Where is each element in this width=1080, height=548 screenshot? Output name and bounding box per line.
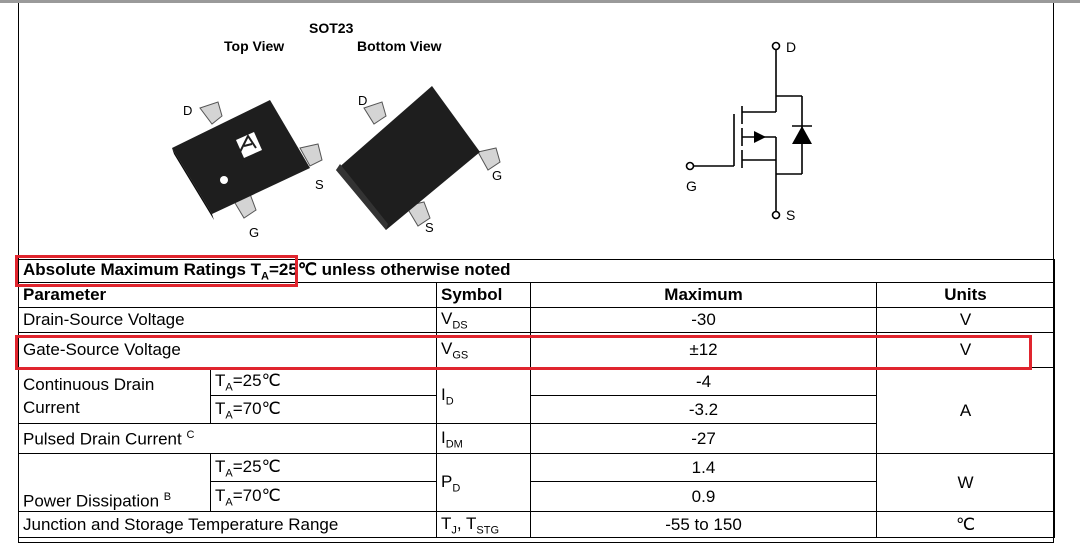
symbol-idm: IDM	[436, 423, 531, 455]
bottom-view-pins	[363, 101, 501, 227]
table-title: Absolute Maximum Ratings TA=25℃ unless o…	[18, 258, 1055, 284]
table-row-tj: Junction and Storage Temperature Range T…	[18, 511, 1055, 539]
max-idm: -27	[530, 423, 877, 455]
channel-arrow	[754, 131, 766, 143]
unit-vds: V	[876, 307, 1055, 334]
header-row: Parameter Symbol Maximum Units	[18, 282, 1055, 309]
gate-terminal	[685, 161, 695, 171]
unit-id: A	[876, 367, 1055, 455]
table-row-pd-25: Power Dissipation B TA=25℃ PD 1.4 W	[18, 453, 1055, 513]
source-terminal	[771, 210, 781, 220]
max-vgs: ±12	[530, 332, 877, 369]
param-tj: Junction and Storage Temperature Range	[18, 511, 437, 539]
cond-id-25: TA=25℃	[210, 367, 437, 397]
bottom-pin-g-label: G	[492, 168, 503, 183]
table-row-vds: Drain-Source Voltage VDS -30 V	[18, 307, 1055, 334]
body-diode-arrow	[792, 126, 812, 144]
mosfet-symbol	[685, 41, 812, 220]
max-tj: -55 to 150	[530, 511, 877, 539]
symbol-tj: TJ, TSTG	[436, 511, 531, 539]
top-border	[0, 0, 1080, 3]
param-idm: Pulsed Drain Current C	[18, 423, 437, 455]
symbol-id: ID	[436, 367, 531, 425]
symbol-vds: VDS	[436, 307, 531, 334]
absolute-maximum-ratings-table: Absolute Maximum Ratings TA=25℃ unless o…	[18, 258, 1055, 539]
header-symbol: Symbol	[436, 282, 531, 309]
pin1-dot	[220, 176, 228, 184]
table-row-idm: Pulsed Drain Current C IDM -27	[18, 423, 1055, 455]
param-vds: Drain-Source Voltage	[18, 307, 437, 334]
max-pd-70: 0.9	[530, 481, 877, 513]
top-view-label: Top View	[224, 38, 285, 54]
symbol-pd: PD	[436, 453, 531, 513]
bottom-pin-d-label: D	[358, 93, 368, 108]
table-title-row: Absolute Maximum Ratings TA=25℃ unless o…	[18, 258, 1055, 284]
bottom-pin-s-label: S	[425, 220, 434, 235]
header-parameter: Parameter	[18, 282, 437, 309]
cond-pd-25: TA=25℃	[210, 453, 437, 483]
package-name: SOT23	[309, 20, 354, 36]
table-row-id-70: TA=70℃ -3.2	[19, 395, 1055, 425]
top-pin-d-label: D	[183, 103, 193, 118]
drain-terminal	[771, 41, 781, 51]
unit-tj: ℃	[876, 511, 1055, 539]
param-pd: Power Dissipation B	[18, 453, 211, 513]
top-view-body	[172, 100, 310, 214]
top-pin-s-label: S	[315, 177, 324, 192]
unit-pd: W	[876, 453, 1055, 513]
symbol-d-label: D	[786, 39, 797, 55]
cond-id-70: TA=70℃	[210, 395, 437, 425]
header-maximum: Maximum	[530, 282, 877, 309]
unit-vgs: V	[876, 332, 1055, 369]
table-row-pd-70: TA=70℃ 0.9	[19, 481, 1055, 513]
max-id-70: -3.2	[530, 395, 877, 425]
max-pd-25: 1.4	[530, 453, 877, 483]
header-units: Units	[876, 282, 1055, 309]
param-vgs: Gate-Source Voltage	[18, 332, 437, 369]
top-pin-g-label: G	[249, 225, 260, 240]
footnote-c: C	[186, 428, 195, 441]
bottom-view-label: Bottom View	[357, 38, 442, 54]
max-id-25: -4	[530, 367, 877, 397]
sot23-package-drawing	[172, 86, 501, 230]
symbol-vgs: VGS	[436, 332, 531, 369]
footnote-b: B	[163, 490, 172, 503]
max-vds: -30	[530, 307, 877, 334]
symbol-s-label: S	[786, 207, 796, 223]
logo-mark	[236, 132, 262, 158]
table-row-vgs: Gate-Source Voltage VGS ±12 V	[18, 332, 1055, 369]
bottom-view-body	[336, 86, 480, 230]
symbol-g-label: G	[686, 178, 697, 194]
cond-pd-70: TA=70℃	[210, 481, 437, 513]
